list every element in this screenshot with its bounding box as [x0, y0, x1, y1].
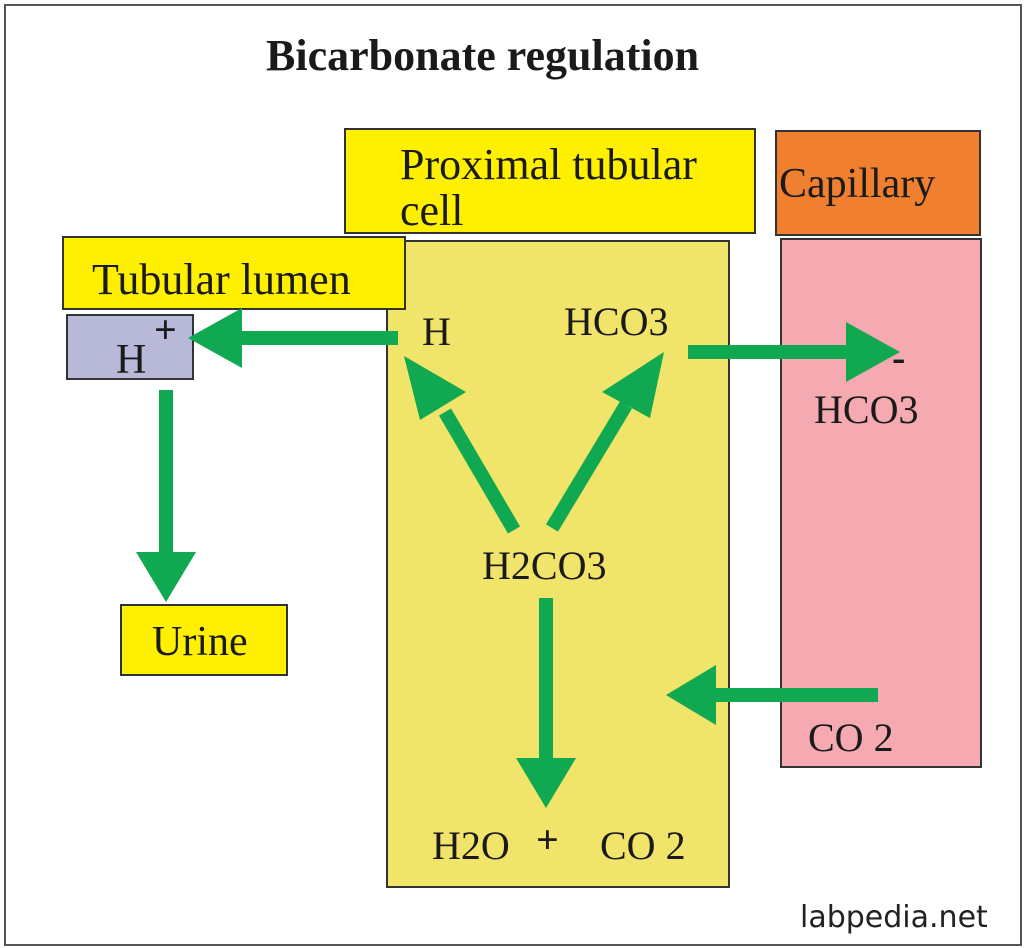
lumen-h-label: H	[116, 337, 147, 383]
arrow-h2co3-to-hco3	[546, 352, 664, 532]
capillary-label: Capillary	[779, 161, 936, 207]
proximal-cell-label: Proximal tubular cell	[400, 140, 697, 235]
urine-label: Urine	[152, 619, 248, 665]
capillary-body	[780, 238, 982, 768]
arrow-h2co3-to-h2o-co2	[516, 598, 576, 808]
proximal-cell-label-box: Proximal tubular cell	[344, 128, 756, 234]
watermark: labpedia.net	[800, 900, 988, 935]
arrow-hco3-to-capillary	[688, 322, 900, 382]
arrow-co2-to-cell	[666, 665, 878, 725]
arrow-lumen-to-urine	[136, 390, 196, 602]
tubular-lumen-label-box: Tubular lumen	[62, 236, 406, 310]
capillary-co2-label: CO 2	[808, 715, 894, 760]
arrow-h-to-lumen	[188, 308, 398, 368]
cell-h-label: H	[422, 309, 451, 354]
plus-sign: +	[536, 817, 559, 862]
cell-hco3-label: HCO3	[564, 299, 669, 344]
arrow-h2co3-to-h	[404, 356, 521, 534]
diagram-title: Bicarbonate regulation	[266, 31, 700, 80]
capillary-hco3-charge: -	[892, 335, 906, 380]
lumen-h-charge: +	[154, 307, 177, 352]
urine-box: Urine	[120, 604, 288, 676]
tubular-lumen-label: Tubular lumen	[92, 255, 351, 304]
capillary-hco3-label: HCO3	[814, 387, 919, 432]
cell-co2-label: CO 2	[600, 823, 686, 868]
capillary-header: Capillary	[775, 130, 981, 236]
lumen-h-box: H +	[66, 308, 194, 383]
h2o-label: H2O	[432, 823, 510, 868]
h2co3-label: H2CO3	[482, 543, 607, 588]
